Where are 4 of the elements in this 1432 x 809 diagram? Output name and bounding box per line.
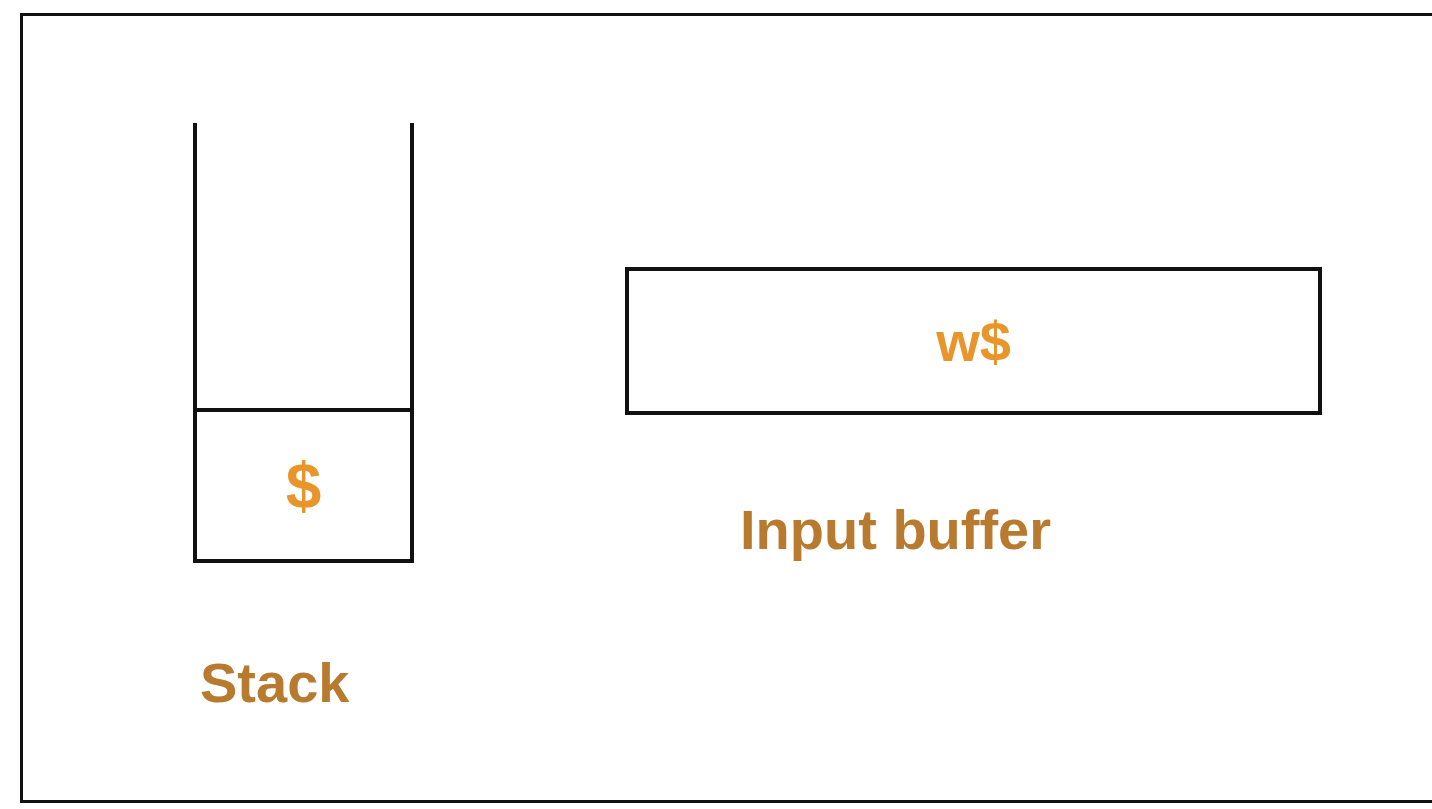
input-buffer-box: w$ [625,267,1322,415]
stack-label: Stack [200,650,350,715]
stack-entry: $ [195,408,412,559]
buffer-label: Input buffer [740,497,1052,562]
